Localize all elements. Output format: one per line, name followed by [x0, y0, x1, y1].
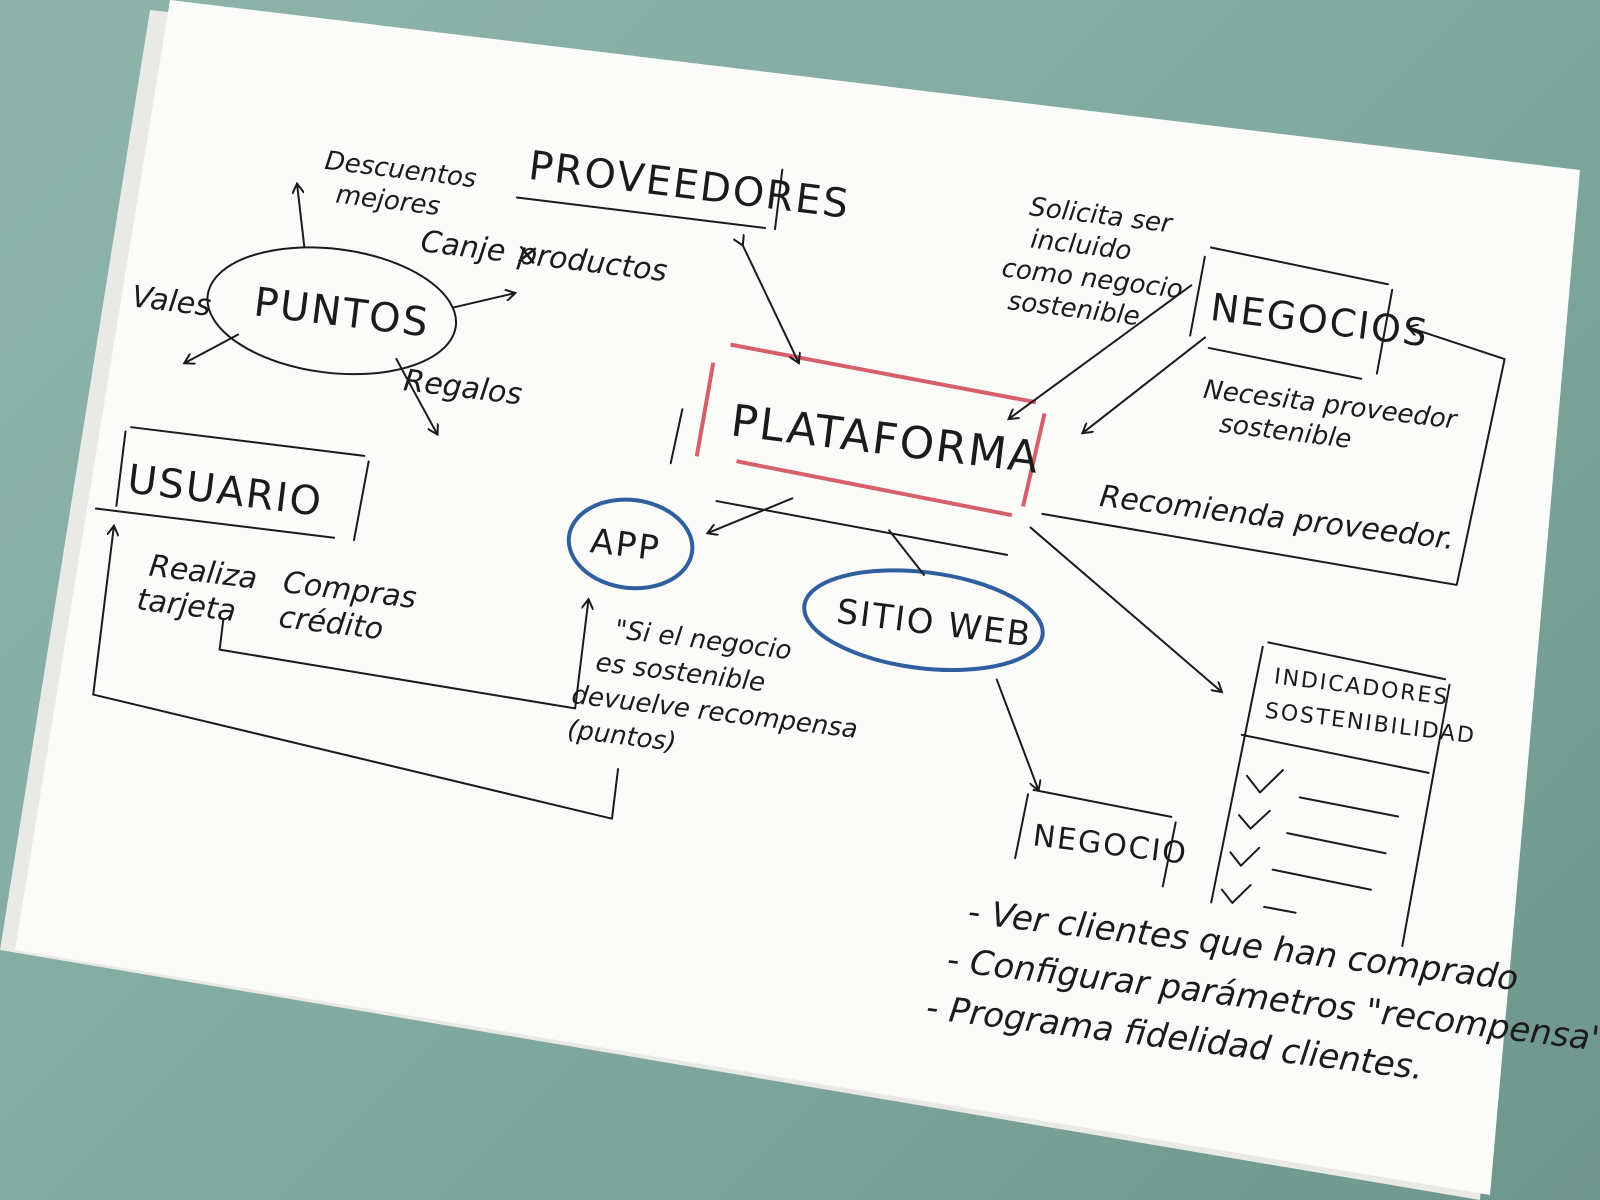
check-icon	[1245, 769, 1284, 794]
app-label: APP	[588, 521, 663, 569]
arrow-necesita	[1082, 336, 1207, 447]
loop-recomienda	[1041, 286, 1506, 586]
arrow-sitio-negocio	[995, 678, 1051, 791]
paper-sheet	[15, 0, 1580, 1195]
arrow-plataforma-app	[707, 497, 794, 543]
link-proveedores-plataforma	[729, 245, 812, 363]
arrow-plataforma-indicadores	[1029, 526, 1238, 693]
check-icon	[1220, 884, 1252, 904]
link-plataforma-sitio	[888, 529, 925, 576]
arrow-regalos	[395, 358, 446, 435]
check-icon	[1229, 846, 1261, 867]
arrow-vales	[184, 333, 240, 369]
flow-usuario-app	[218, 555, 589, 710]
arrow-descuentos	[289, 184, 306, 248]
app-node: APP	[566, 497, 695, 591]
arrow-productos	[452, 286, 515, 309]
flow-app-usuario	[92, 526, 620, 820]
check-icon	[1238, 809, 1271, 830]
arrow-solicita	[1009, 284, 1193, 439]
